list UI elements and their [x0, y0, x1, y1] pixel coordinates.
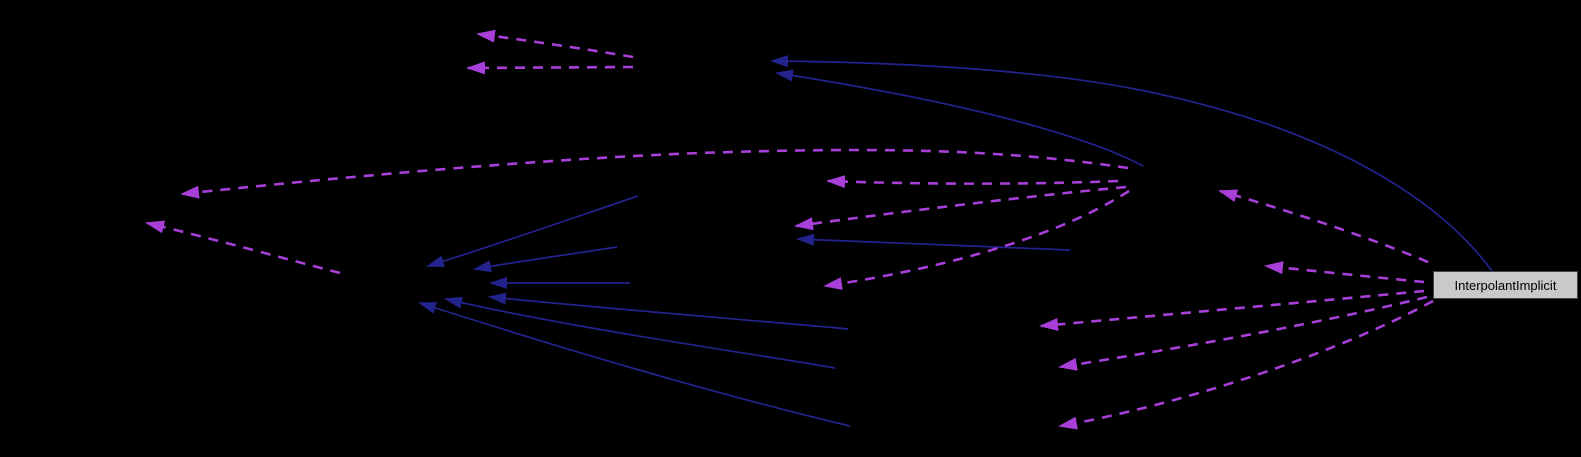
edge-usage-mid-d-from-midright-a [826, 175, 1119, 189]
edge-inherit-cluster-from-mid-d [426, 195, 639, 268]
edge-usage-right-b-from-selected [1264, 261, 1425, 284]
edge-usage-farleft-g-from-midright-a [180, 148, 1129, 199]
edge-inherit-topnode-from-selected [770, 55, 1493, 272]
edge-inherit-cluster-from-bottom-v [488, 292, 849, 330]
edge-inherit-topnode-from-midright [775, 69, 1144, 167]
edge-usage-bottom-u2-from-selected [1058, 299, 1434, 430]
edge-usage-mid-e-from-midright-a [794, 185, 1127, 231]
edge-usage-farleft-h-from-cluster [145, 220, 341, 275]
edge-usage-mid-f-from-midright-a [823, 189, 1130, 290]
edge-usage-midright-a-from-selected [1218, 189, 1429, 264]
edge-usage-topleft-2-from-topnode [466, 61, 634, 75]
edge-inherit-cluster-from-bottom-u2 [418, 302, 851, 427]
graph-node-label: InterpolantImplicit [1454, 277, 1557, 293]
edge-inherit-mid-e-from-right-b [796, 233, 1071, 251]
graph-node-interpolantimplicit[interactable]: InterpolantImplicit [1433, 271, 1578, 299]
edge-usage-topleft-1-from-topnode [476, 29, 634, 59]
edge-usage-bottom-u-from-selected [1058, 295, 1428, 371]
edge-usage-bottom-v-from-selected [1039, 289, 1425, 331]
edge-inherit-cluster-from-mid-e [473, 246, 618, 273]
edge-inherit-cluster-from-bottom-u [444, 296, 836, 369]
